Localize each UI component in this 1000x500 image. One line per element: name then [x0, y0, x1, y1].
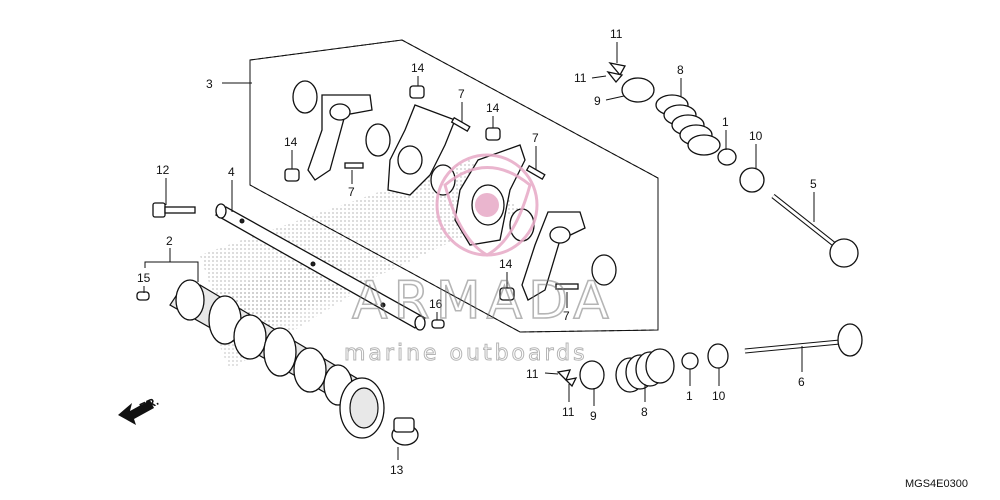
valve-seal-lower — [681, 352, 699, 370]
camshaft — [169, 279, 385, 439]
nut-14 — [284, 168, 300, 182]
callout-4: 4 — [228, 165, 235, 179]
leader-11c — [544, 372, 559, 375]
diagram-code: MGS4E0300 — [905, 478, 968, 490]
callout-9a: 9 — [594, 94, 601, 108]
pin-15 — [136, 291, 150, 301]
rocker-arm-1 — [307, 94, 373, 181]
callout-11a: 11 — [610, 27, 623, 41]
callout-12: 12 — [156, 163, 170, 177]
callout-9b: 9 — [590, 409, 597, 423]
callout-10b: 10 — [712, 389, 726, 403]
callout-5: 5 — [810, 177, 817, 191]
intake-valve — [744, 323, 863, 357]
spring-seat-upper — [739, 167, 765, 193]
nut-14 — [409, 85, 425, 99]
valve-keepers-lower — [556, 369, 578, 388]
callout-14a: 14 — [411, 61, 425, 75]
bolt-13 — [391, 417, 419, 446]
callout-7b: 7 — [348, 185, 355, 199]
callout-11c: 11 — [526, 367, 539, 381]
callout-6: 6 — [798, 375, 805, 389]
washer — [365, 123, 391, 157]
callout-14b: 14 — [284, 135, 298, 149]
callout-13: 13 — [390, 463, 404, 477]
pin-16 — [431, 319, 445, 329]
callout-8a: 8 — [677, 63, 684, 77]
screw-7 — [525, 164, 546, 180]
leader-2a — [144, 248, 171, 268]
valve-seal-upper — [717, 148, 737, 166]
callout-14d: 14 — [499, 257, 513, 271]
callout-11b: 11 — [574, 71, 587, 85]
callout-1b: 1 — [686, 389, 693, 403]
rocker-arm-2 — [387, 104, 456, 196]
callout-15: 15 — [137, 271, 151, 285]
callout-16: 16 — [429, 297, 443, 311]
spring-retainer-upper — [621, 77, 655, 103]
callout-3: 3 — [206, 77, 213, 91]
valve-keepers-upper — [606, 62, 627, 84]
valve-spring-upper — [655, 94, 721, 156]
watermark-brand: ARMADA — [352, 271, 615, 331]
callout-1a: 1 — [722, 115, 729, 129]
leader-9a — [605, 95, 625, 101]
callout-2: 2 — [166, 234, 173, 248]
exhaust-valve — [771, 194, 859, 268]
spring-seat-lower — [707, 343, 729, 369]
screw-7 — [555, 283, 579, 290]
washer — [292, 80, 318, 114]
washer — [591, 254, 617, 286]
front-direction-arrow — [118, 400, 154, 425]
fr-label: FR. — [137, 394, 160, 415]
nut-14 — [485, 127, 501, 141]
spring-retainer-lower — [579, 360, 605, 390]
callout-10a: 10 — [749, 129, 763, 143]
screw-7 — [450, 116, 471, 132]
callout-7d: 7 — [563, 309, 570, 323]
callout-14c: 14 — [486, 101, 500, 115]
rocker-arm-4 — [521, 211, 586, 301]
assembly-dashed-outline — [249, 39, 659, 333]
bolt-12 — [152, 202, 196, 218]
armada-logo-mark — [435, 153, 539, 257]
callout-11d: 11 — [562, 405, 575, 419]
callout-7c: 7 — [532, 131, 539, 145]
screw-7 — [344, 162, 364, 169]
leader-11b — [591, 75, 607, 79]
callout-7a: 7 — [458, 87, 465, 101]
leader-2b — [170, 261, 199, 282]
callout-8b: 8 — [641, 405, 648, 419]
valve-spring-lower — [615, 348, 675, 393]
watermark-tagline: marine outboards — [344, 341, 588, 366]
rocker-shaft — [214, 203, 427, 331]
